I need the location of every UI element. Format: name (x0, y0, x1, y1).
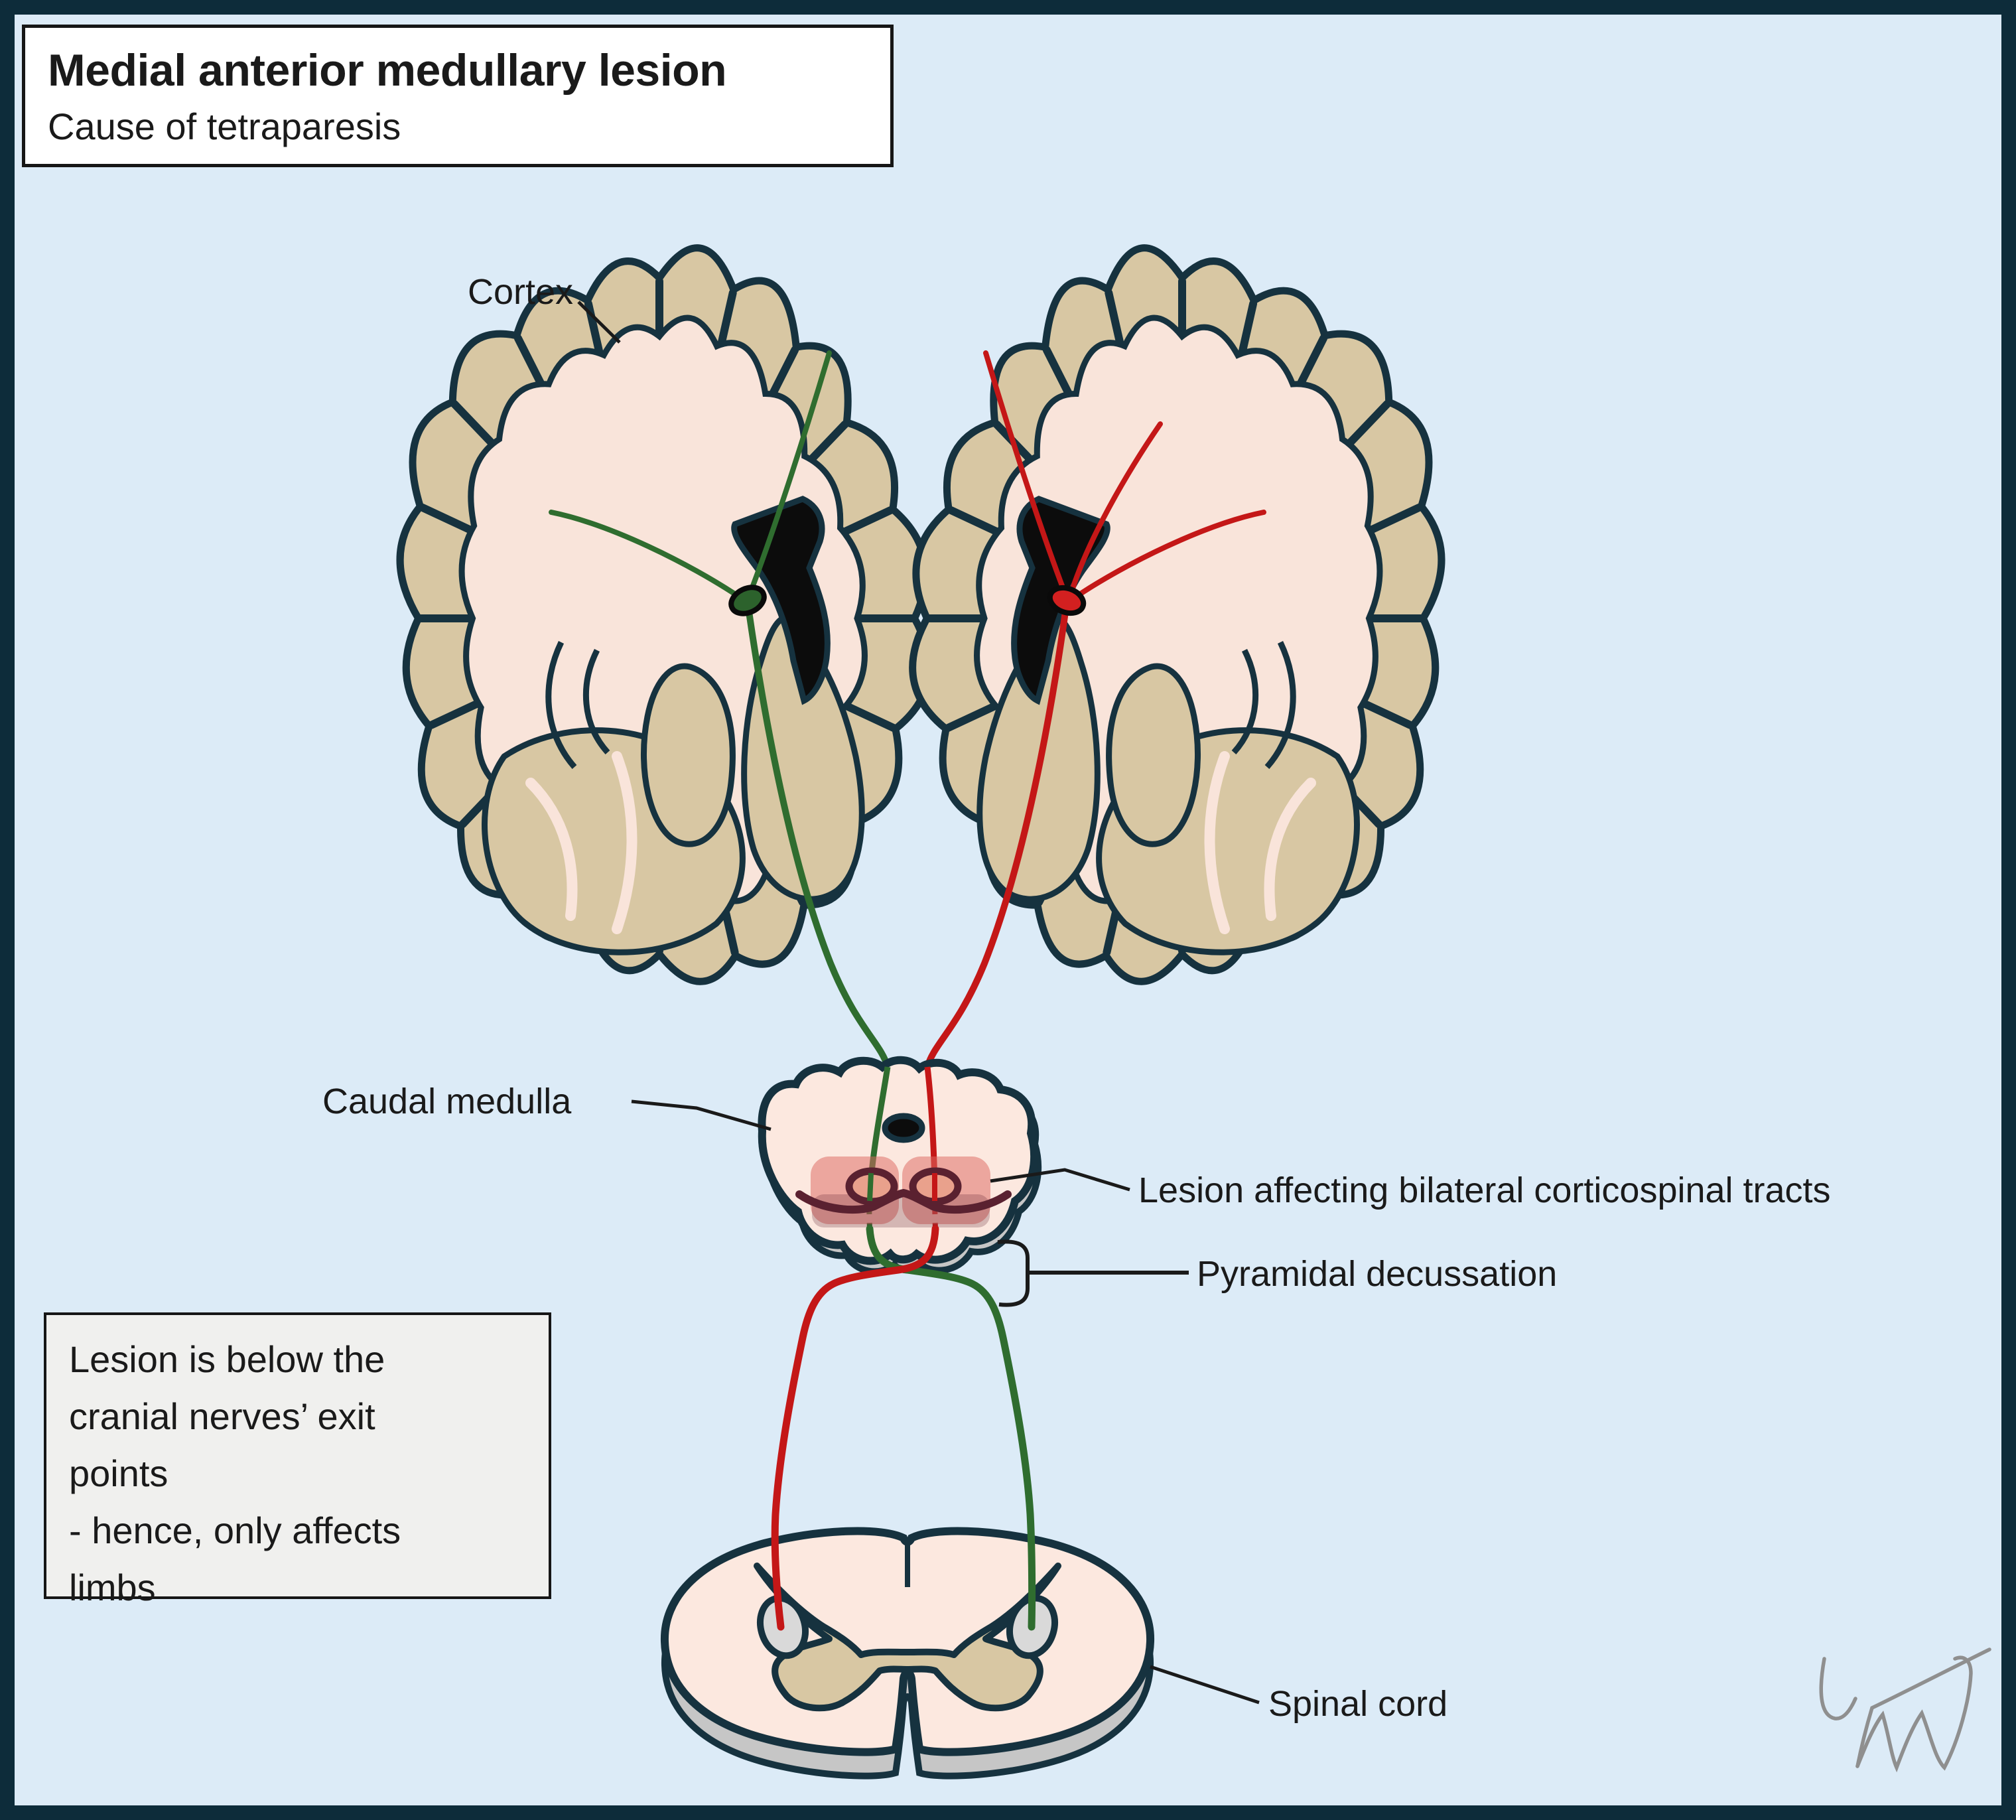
lesion-leader (990, 1168, 1130, 1192)
artist-signature (1819, 1647, 1991, 1773)
central-canal (882, 1113, 925, 1143)
signature-stroke (1855, 1655, 1973, 1773)
caudal-medulla-label: Caudal medulla (322, 1082, 572, 1121)
note-line: Lesion is below the (69, 1338, 385, 1380)
decussation-bracket (997, 1239, 1189, 1307)
putamen-mass (641, 663, 736, 847)
red-tract-trunk (924, 608, 1069, 1070)
signature-stroke (1819, 1657, 1857, 1720)
lesion-label: Lesion affecting bilateral corticospinal… (1138, 1170, 1831, 1210)
green-tract-branch-lateral (549, 510, 740, 598)
red-tract-branch-lateral (1075, 510, 1266, 598)
signature-stroke (1855, 1647, 1991, 1768)
insula-fold-lines (545, 641, 610, 769)
spinal-cord-section (660, 1527, 1155, 1780)
note-box: Lesion is below the cranial nerves’ exit… (44, 1312, 551, 1608)
green-tract-branch-top (749, 350, 832, 592)
pyramidal-decussation-label: Pyramidal decussation (1197, 1254, 1557, 1294)
temporal-gyri-slits (525, 751, 638, 934)
diagram-title: Medial anterior medullary lesion (48, 45, 727, 96)
leader-lines (577, 301, 1260, 1705)
diagram-subtitle: Cause of tetraparesis (48, 105, 401, 148)
note-line: points (69, 1452, 168, 1494)
red-tract-branch-middle (1069, 421, 1163, 595)
caudal-medulla-leader (631, 1099, 772, 1131)
left-corticospinal-tract (549, 350, 891, 1070)
note-line: limbs (69, 1567, 156, 1608)
note-line: - hence, only affects (69, 1509, 401, 1551)
title-box: Medial anterior medullary lesion Cause o… (22, 25, 894, 167)
left-hemisphere (396, 244, 933, 985)
gray-matter-butterfly (754, 1563, 1061, 1712)
red-tract-decussation (771, 1225, 939, 1631)
right-corticospinal-tract (924, 350, 1266, 1070)
spinal-cord-label: Spinal cord (1268, 1684, 1447, 1724)
spinal-cord-leader (1150, 1665, 1260, 1705)
green-neuron-dot (728, 585, 767, 616)
right-hemisphere (913, 248, 1442, 982)
green-tract-trunk (746, 608, 891, 1070)
cortex-leader (577, 301, 621, 344)
green-tract-over-pyramid (867, 1172, 874, 1202)
medulla-body (758, 1056, 1039, 1265)
red-tract-branch-top (983, 350, 1066, 592)
red-neuron-dot (1047, 585, 1087, 616)
note-line: cranial nerves’ exit (69, 1395, 375, 1437)
pyramid-border-line (795, 1188, 1012, 1214)
caudal-medulla-section (758, 1056, 1042, 1275)
cortex-label: Cortex (468, 272, 573, 312)
